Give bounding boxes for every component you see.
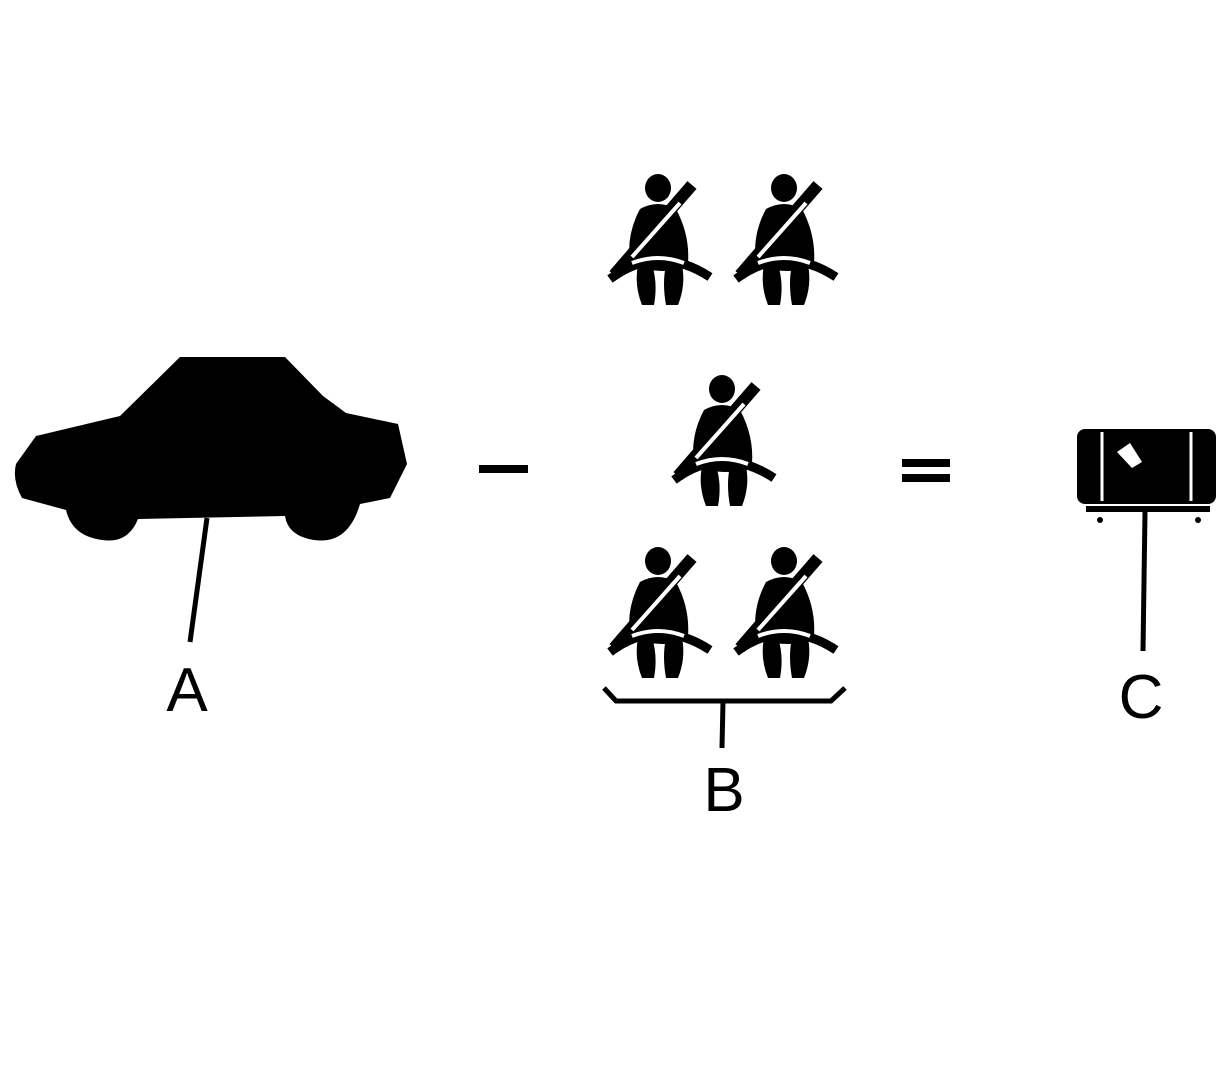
minus-sign <box>479 465 528 473</box>
label-c: C <box>1119 663 1164 732</box>
occupant-group <box>610 174 836 678</box>
occupant-icon <box>610 174 710 305</box>
occupant-icon <box>736 547 836 678</box>
occupant-icon <box>736 174 836 305</box>
occupant-icon <box>674 375 774 506</box>
equals-sign <box>902 459 950 482</box>
callout-line-b <box>719 700 726 749</box>
cargo-box-icon <box>1077 429 1216 523</box>
occupant-icon <box>610 547 710 678</box>
callout-line-c <box>1140 511 1148 652</box>
bracket-b <box>602 686 847 704</box>
label-a: A <box>166 656 208 725</box>
callout-line-a <box>187 517 210 643</box>
car-icon <box>14 357 407 541</box>
label-b: B <box>703 756 744 825</box>
